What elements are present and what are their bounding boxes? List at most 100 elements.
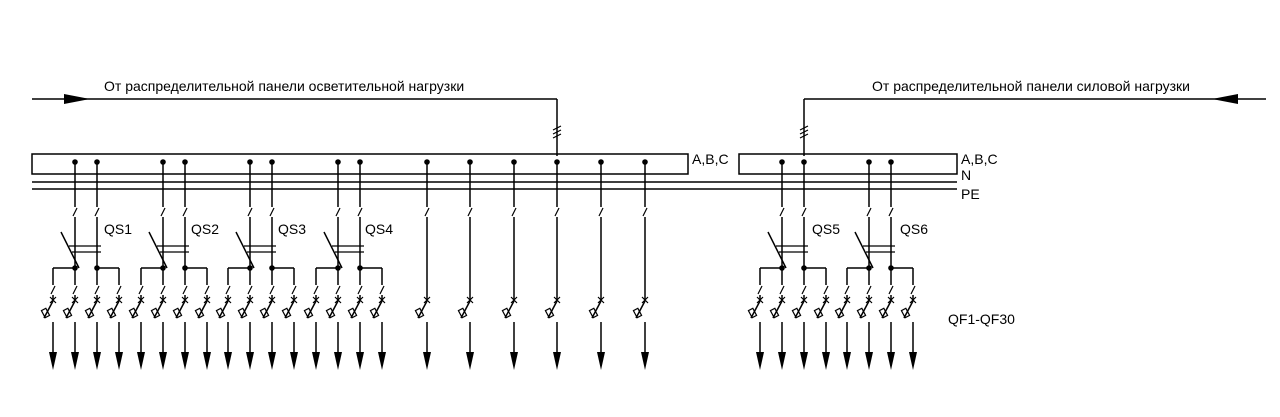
- circuit-breaker: [878, 295, 895, 370]
- disconnector-contact-icon: [866, 207, 872, 217]
- breaker-x-icon: [356, 296, 364, 304]
- circuits: [40, 159, 917, 370]
- circuit-breaker: [150, 295, 167, 370]
- load-arrow-icon: [49, 352, 57, 370]
- circuit-breaker: [40, 295, 57, 370]
- breaker-x-icon: [843, 296, 851, 304]
- neutral-label: N: [961, 167, 971, 183]
- breaker-x-icon: [597, 296, 605, 304]
- three-phase-mark-right: [799, 125, 809, 139]
- breaker-release-icon: [259, 307, 270, 319]
- disconnector-contact-icon: [801, 285, 807, 295]
- circuit-breaker: [106, 295, 123, 370]
- breaker-blade: [837, 300, 848, 319]
- load-arrow-icon: [93, 352, 101, 370]
- breaker-release-icon: [501, 307, 512, 319]
- circuit-breaker: [259, 295, 276, 370]
- phase-bus-right: [738, 153, 958, 175]
- breaker-blade: [794, 300, 805, 319]
- disconnector-contact-icon: [72, 207, 78, 217]
- breaker-blade: [372, 300, 383, 319]
- breaker-release-icon: [769, 307, 780, 319]
- circuit-breaker: [325, 295, 342, 370]
- breaker-blade: [43, 300, 54, 319]
- load-arrow-icon: [423, 352, 431, 370]
- load-arrow-icon: [334, 352, 342, 370]
- breaker-x-icon: [865, 296, 873, 304]
- switch-linkage: [69, 245, 101, 253]
- breaker-release-icon: [281, 307, 292, 319]
- breaker-blade: [816, 300, 827, 319]
- disconnector-contact-icon: [50, 285, 56, 295]
- breaker-blade: [218, 300, 229, 319]
- circuit-breaker: [813, 295, 830, 370]
- disconnector-contact-icon: [160, 207, 166, 217]
- switch-label-qs2: QS2: [191, 221, 219, 237]
- switch-blade: [148, 231, 168, 269]
- switch-label-qs1: QS1: [104, 221, 132, 237]
- disconnector-contact-icon: [313, 285, 319, 295]
- disconnector-contact-icon: [910, 285, 916, 295]
- switch-group: [215, 159, 298, 370]
- breaker-blade: [417, 300, 428, 319]
- power-feed-label: От распределительной панели силовой нагр…: [872, 78, 1190, 94]
- breaker-blade: [240, 300, 251, 319]
- breaker-x-icon: [800, 296, 808, 304]
- breaker-x-icon: [553, 296, 561, 304]
- circuit-breaker: [194, 295, 211, 370]
- circuit-breaker: [303, 295, 320, 370]
- disconnector-contact-icon: [779, 207, 785, 217]
- breaker-x-icon: [137, 296, 145, 304]
- breaker-blade: [153, 300, 164, 319]
- load-arrow-icon: [378, 352, 386, 370]
- load-arrow-icon: [597, 352, 605, 370]
- disconnector-contact-icon: [182, 207, 188, 217]
- breaker-blade: [859, 300, 870, 319]
- load-arrow-icon: [71, 352, 79, 370]
- load-arrow-icon: [756, 352, 764, 370]
- circuit-breaker: [347, 295, 364, 370]
- circuit-breaker: [281, 295, 298, 370]
- phase-label-left: A,B,C: [692, 151, 729, 167]
- breaker-x-icon: [510, 296, 518, 304]
- breaker-x-icon: [378, 296, 386, 304]
- breaker-x-icon: [466, 296, 474, 304]
- breaker-release-icon: [172, 307, 183, 319]
- lighting-feed-label: От распределительной панели осветительно…: [104, 78, 464, 94]
- disconnector-contact-icon: [598, 207, 604, 217]
- breaker-x-icon: [312, 296, 320, 304]
- breaker-release-icon: [878, 307, 889, 319]
- circuit-breaker: [128, 295, 145, 370]
- breaker-x-icon: [115, 296, 123, 304]
- breaker-blade: [547, 300, 558, 319]
- breaker-x-icon: [290, 296, 298, 304]
- breaker-blade: [131, 300, 142, 319]
- switch-labels: QS1 QS2 QS3 QS4 QS5 QS6: [104, 221, 928, 237]
- load-arrow-icon: [466, 352, 474, 370]
- breaker-x-icon: [246, 296, 254, 304]
- breaker-blade: [903, 300, 914, 319]
- pe-label: PE: [961, 186, 980, 202]
- disconnector-contact-icon: [779, 285, 785, 295]
- circuit-breaker: [215, 295, 232, 370]
- load-arrow-icon: [181, 352, 189, 370]
- breaker-x-icon: [887, 296, 895, 304]
- load-arrow-icon: [909, 352, 917, 370]
- breaker-release-icon: [303, 307, 314, 319]
- breaker-release-icon: [369, 307, 380, 319]
- busbars: A,B,C A,B,C N PE: [31, 151, 998, 202]
- load-arrow-icon: [356, 352, 364, 370]
- disconnector-contact-icon: [335, 207, 341, 217]
- breaker-x-icon: [423, 296, 431, 304]
- direct-feeder: [588, 159, 605, 370]
- breaker-blade: [175, 300, 186, 319]
- switch-blade: [854, 231, 874, 269]
- breaker-blade: [328, 300, 339, 319]
- disconnector-contact-icon: [291, 285, 297, 295]
- breaker-release-icon: [84, 307, 95, 319]
- breaker-release-icon: [747, 307, 758, 319]
- disconnector-contact-icon: [116, 285, 122, 295]
- breaker-release-icon: [900, 307, 911, 319]
- direct-feeder: [414, 159, 431, 370]
